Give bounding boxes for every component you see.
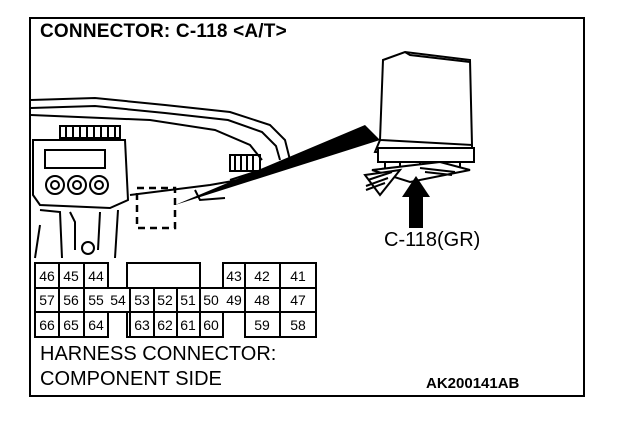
- pin-49: 49: [226, 292, 242, 308]
- pin-41: 41: [290, 268, 306, 284]
- location-dashed-box: [135, 186, 177, 230]
- pin-52: 52: [157, 292, 173, 308]
- connector-callout-label: C-118(GR): [384, 229, 481, 251]
- pin-64: 64: [88, 317, 104, 333]
- pin-55: 55: [88, 292, 104, 308]
- pin-66: 66: [39, 317, 55, 333]
- pin-46: 46: [39, 268, 55, 284]
- figure-code: AK200141AB: [426, 375, 520, 392]
- pin-53: 53: [134, 292, 150, 308]
- pin-42: 42: [254, 268, 270, 284]
- pin-44: 44: [88, 268, 104, 284]
- pin-45: 45: [63, 268, 79, 284]
- leader-wedge: [175, 125, 380, 205]
- pin-63: 63: [134, 317, 150, 333]
- control-module-drawing: [363, 50, 475, 197]
- pin-58: 58: [290, 317, 306, 333]
- pin-60: 60: [203, 317, 219, 333]
- diagram-title: CONNECTOR: C-118 <A/T>: [40, 21, 287, 42]
- pin-59: 59: [254, 317, 270, 333]
- pin-57: 57: [39, 292, 55, 308]
- pin-65: 65: [63, 317, 79, 333]
- component-side-label: COMPONENT SIDE: [40, 368, 222, 390]
- up-arrow-icon: [402, 176, 430, 228]
- pin-54: 54: [110, 292, 126, 308]
- pin-56: 56: [63, 292, 79, 308]
- diagram-frame: [29, 17, 585, 397]
- pin-labels: 46 45 44 43 42 41 57 56 55 54 53 52 51 50 49 48 47 66 65 64…: [39, 268, 306, 333]
- harness-connector-label: HARNESS CONNECTOR:: [40, 343, 277, 365]
- pin-50: 50: [203, 292, 219, 308]
- pin-62: 62: [157, 317, 173, 333]
- pin-51: 51: [180, 292, 196, 308]
- pin-47: 47: [290, 292, 306, 308]
- dashboard-drawing: [30, 96, 292, 259]
- pin-43: 43: [226, 268, 242, 284]
- pin-61: 61: [180, 317, 196, 333]
- pin-48: 48: [254, 292, 270, 308]
- connector-pin-grid: [34, 262, 317, 338]
